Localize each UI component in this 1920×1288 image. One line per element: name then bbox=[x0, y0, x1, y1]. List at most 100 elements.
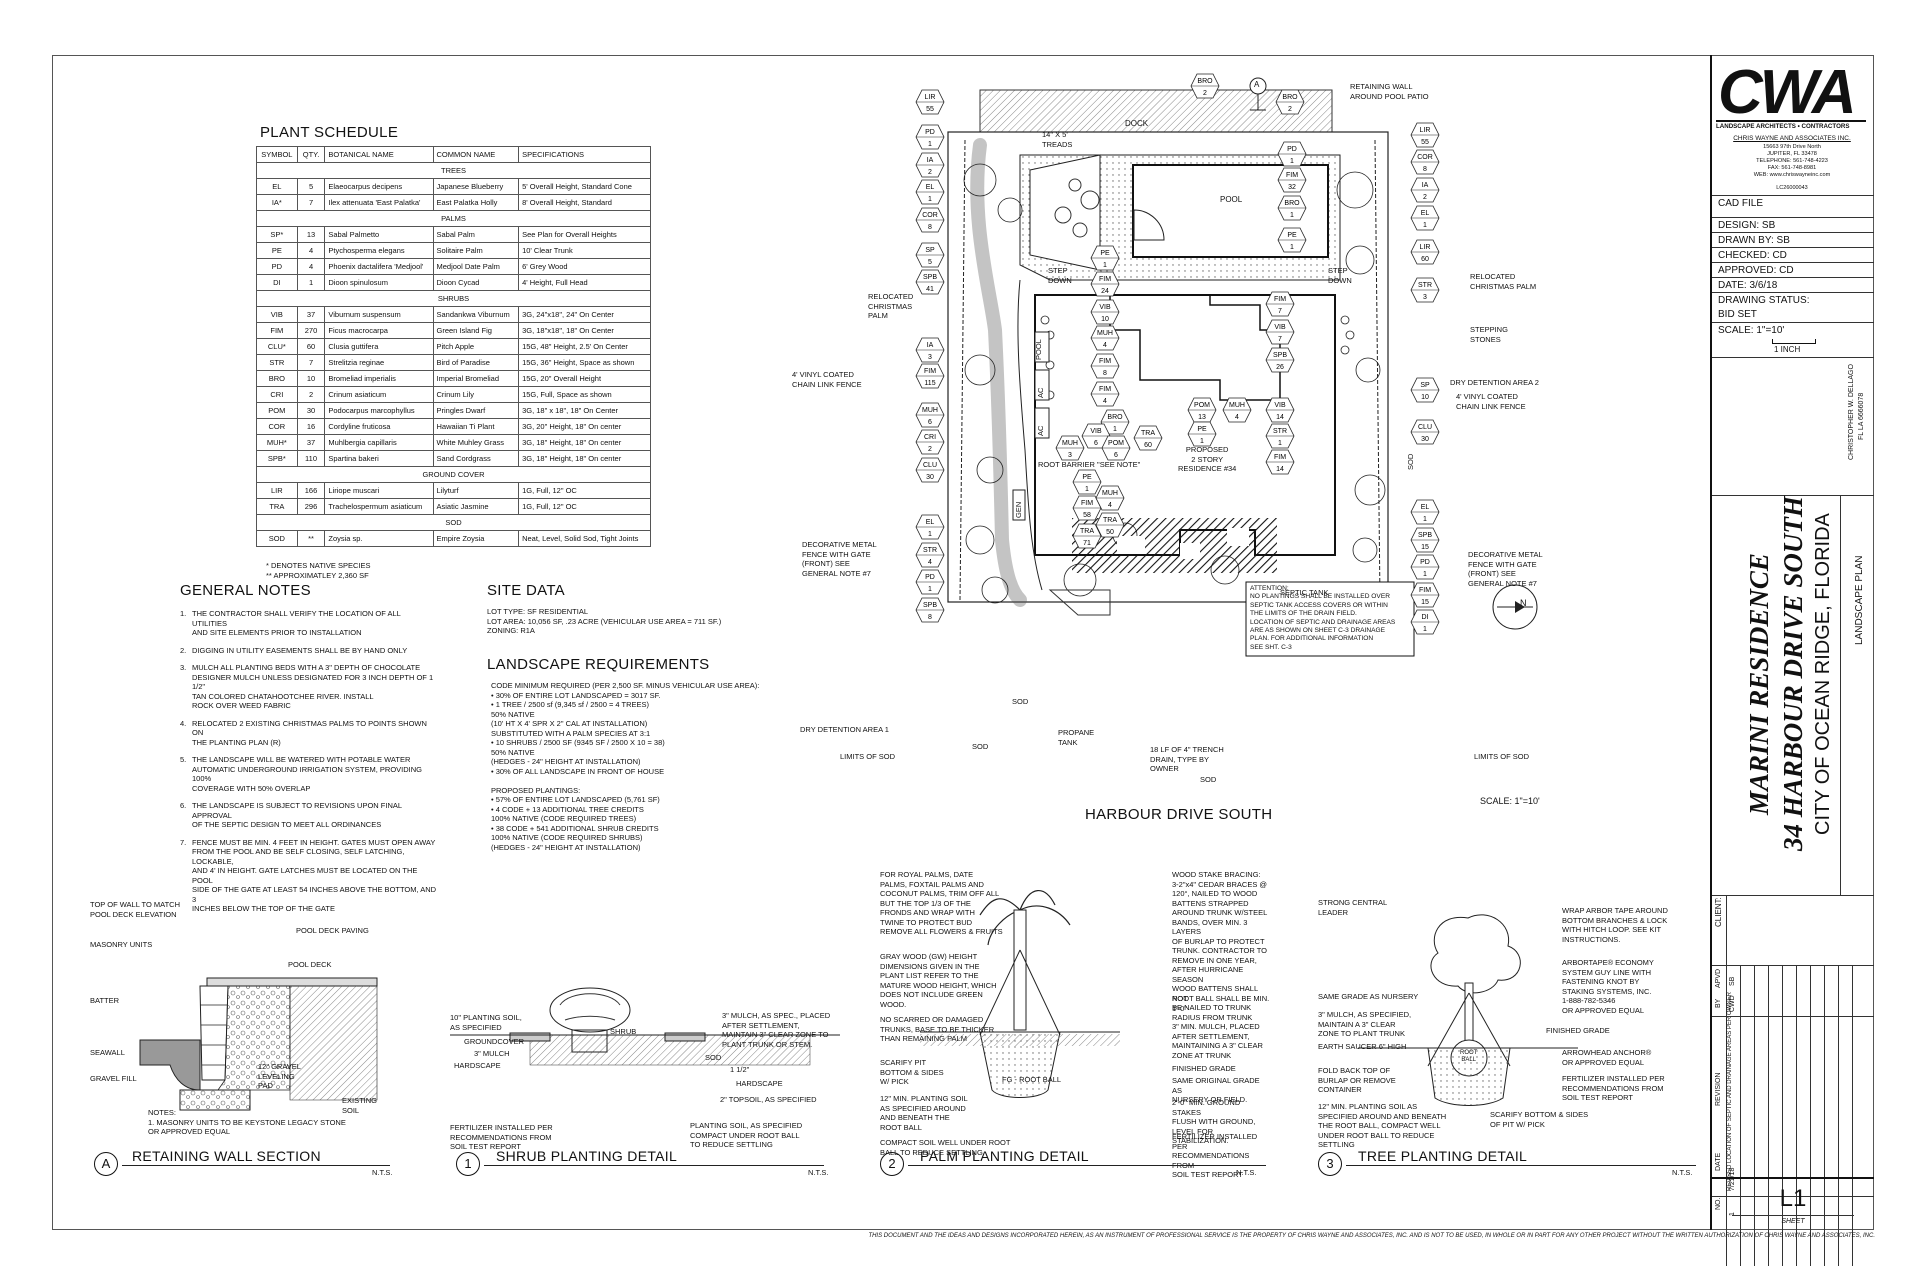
approved-by: APPROVED: CD bbox=[1712, 262, 1874, 277]
table-cell: STR bbox=[256, 354, 298, 371]
attention-note: ATTENTION: NO PLANTINGS SHALL BE INSTALL… bbox=[1250, 585, 1396, 651]
propane-tank: PROPANE TANK bbox=[1058, 728, 1095, 747]
plant-tag-qty: 1 bbox=[1200, 438, 1204, 445]
client-label: CLIENT: bbox=[1714, 897, 1723, 927]
client-rule bbox=[1726, 895, 1727, 965]
plant-tag-qty: 14 bbox=[1276, 414, 1284, 421]
plant-tag-hex: PE 1 bbox=[1187, 421, 1217, 447]
drawing-date: DATE: 3/6/18 bbox=[1712, 277, 1874, 292]
plant-tag-hex: EL1 bbox=[915, 514, 945, 540]
note-text: THE LANDSCAPE IS SUBJECT TO REVISIONS UP… bbox=[192, 801, 402, 829]
plant-tag-code: PE bbox=[1082, 474, 1092, 481]
firm-address: 15663 97th Drive North JUPITER, FL 33478… bbox=[1753, 144, 1831, 178]
rev-col-2 bbox=[1740, 966, 1741, 1266]
sheet-title: LANDSCAPE PLAN bbox=[1854, 555, 1865, 645]
retaining-wall-nts: N.T.S. bbox=[372, 1168, 393, 1177]
table-cell: Phoenix dactalifera 'Medjool' bbox=[324, 258, 434, 275]
plant-tag-code: VIB bbox=[1274, 324, 1286, 331]
plant-tag-qty: 4 bbox=[1103, 342, 1107, 349]
rev-col-4 bbox=[1768, 966, 1769, 1266]
note-number: 4. bbox=[180, 718, 187, 728]
plant-tag-hex: PD1 bbox=[1277, 141, 1307, 167]
shrub-title: SHRUB PLANTING DETAIL bbox=[496, 1148, 678, 1164]
plant-tag-hex: EL1 bbox=[1410, 499, 1440, 525]
seal-license: FL LA 6666078 bbox=[1858, 392, 1865, 440]
table-cell: 3G, 24"x18", 24" On Center bbox=[518, 306, 651, 323]
plant-tag-code: IA bbox=[927, 342, 934, 349]
plant-tag-hex: IA3 bbox=[915, 337, 945, 363]
table-cell: East Palatka Holly bbox=[432, 194, 520, 211]
table-cell: 4 bbox=[296, 242, 326, 259]
table-cell: Ptychosperma elegans bbox=[324, 242, 434, 259]
plant-tag-code: POM bbox=[1108, 440, 1124, 447]
plant-tag-qty: 13 bbox=[1198, 414, 1206, 421]
table-cell: Pringles Dwarf bbox=[432, 402, 520, 419]
table-cell: Hawaiian Ti Plant bbox=[432, 418, 520, 435]
table-cell: Liriope muscari bbox=[324, 482, 434, 499]
retaining-wall-drawing bbox=[139, 977, 378, 1111]
table-cell: 15G, 36" Height, Space as shown bbox=[518, 354, 651, 371]
table-cell: Sabal Palm bbox=[432, 226, 520, 243]
plant-tag-qty: 4 bbox=[1103, 398, 1107, 405]
firm-logo: CWA bbox=[1718, 58, 1857, 127]
table-cell: Lilyturf bbox=[432, 482, 520, 499]
table-cell: Empire Zoysia bbox=[432, 530, 520, 547]
plant-tag-code: FIM bbox=[1419, 587, 1431, 594]
plant-tag-code: COR bbox=[1417, 154, 1433, 161]
plant-tag-code: EL bbox=[926, 519, 935, 526]
note-number: 7. bbox=[180, 837, 187, 847]
plant-tag-qty: 115 bbox=[924, 380, 935, 387]
plant-tag-qty: 1 bbox=[1085, 486, 1089, 493]
plant-tag-code: PD bbox=[1420, 559, 1430, 566]
plant-tag-code: MUH bbox=[1229, 402, 1245, 409]
treads-label: 14" X 5' TREADS bbox=[1042, 130, 1073, 149]
note-number: 2. bbox=[180, 645, 187, 655]
retaining-wall-detail: TOP OF WALL TO MATCH POOL DECK ELEVATION… bbox=[60, 900, 390, 1180]
table-cell: Solitaire Palm bbox=[432, 242, 520, 259]
sod-bottom-3: SOD bbox=[1200, 775, 1217, 784]
table-cell: PE bbox=[256, 242, 298, 259]
note-number: 1. bbox=[180, 609, 187, 618]
plant-schedule-section-name: PALMS bbox=[256, 210, 651, 227]
plant-tag-qty: 30 bbox=[926, 474, 934, 481]
table-cell: Podocarpus marcophyllus bbox=[324, 402, 434, 419]
sheet-label: SHEET bbox=[1781, 1218, 1805, 1225]
fence-right: 4' VINYL COATED CHAIN LINK FENCE bbox=[1456, 392, 1526, 411]
plant-tag-hex: PD1 bbox=[915, 569, 945, 595]
plant-tag-code: CRI bbox=[924, 434, 936, 441]
sh-sod: SOD bbox=[705, 1053, 722, 1062]
plant-tag-qty: 1 bbox=[1290, 212, 1294, 219]
plant-tag-qty: 32 bbox=[1288, 184, 1296, 191]
plant-tag-code: FIM bbox=[1081, 500, 1093, 507]
plant-tag-qty: 1 bbox=[1423, 571, 1427, 578]
plant-tag-qty: 1 bbox=[1278, 440, 1282, 447]
trench-drain: 18 LF OF 4" TRENCH DRAIN, TYPE BY OWNER bbox=[1150, 745, 1224, 773]
table-cell: 3G, 18" Height, 18" On center bbox=[518, 434, 651, 451]
rw-batter: BATTER bbox=[90, 996, 120, 1005]
pa-bracing: WOOD STAKE BRACING: 3-2"x4" CEDAR BRACES… bbox=[1172, 870, 1268, 1012]
plant-schedule-header-cell: COMMON NAME bbox=[432, 146, 520, 163]
table-cell: 13 bbox=[296, 226, 326, 243]
plant-tag-code: PE bbox=[1197, 426, 1207, 433]
plant-tag-code: MUH bbox=[1102, 490, 1118, 497]
shrub-drawing bbox=[450, 987, 840, 1066]
cad-file: CAD FILE bbox=[1712, 195, 1874, 210]
table-cell: 3G, 18" x 18", 18" On Center bbox=[518, 402, 651, 419]
tree-drawing bbox=[1358, 914, 1578, 1106]
sheet-number-rule bbox=[1732, 1215, 1854, 1216]
plant-tag-code: SP bbox=[1420, 382, 1430, 389]
pa-root-ball-radius: ROOT BALL SHALL BE MIN. 1'-0" RADIUS FRO… bbox=[1172, 994, 1270, 1022]
plant-tag-code: STR bbox=[923, 547, 937, 554]
table-cell: White Muhley Grass bbox=[432, 434, 520, 451]
pa-mulch: 3" MIN. MULCH, PLACED AFTER SETTLEMENT, … bbox=[1172, 1022, 1263, 1060]
plant-tag-qty: 8 bbox=[1423, 166, 1427, 173]
pa-root-ball: FG - ROOT BALL bbox=[1002, 1075, 1062, 1084]
table-cell: Cordyline fruticosa bbox=[324, 418, 434, 435]
plant-tag-hex: IA2 bbox=[915, 152, 945, 178]
